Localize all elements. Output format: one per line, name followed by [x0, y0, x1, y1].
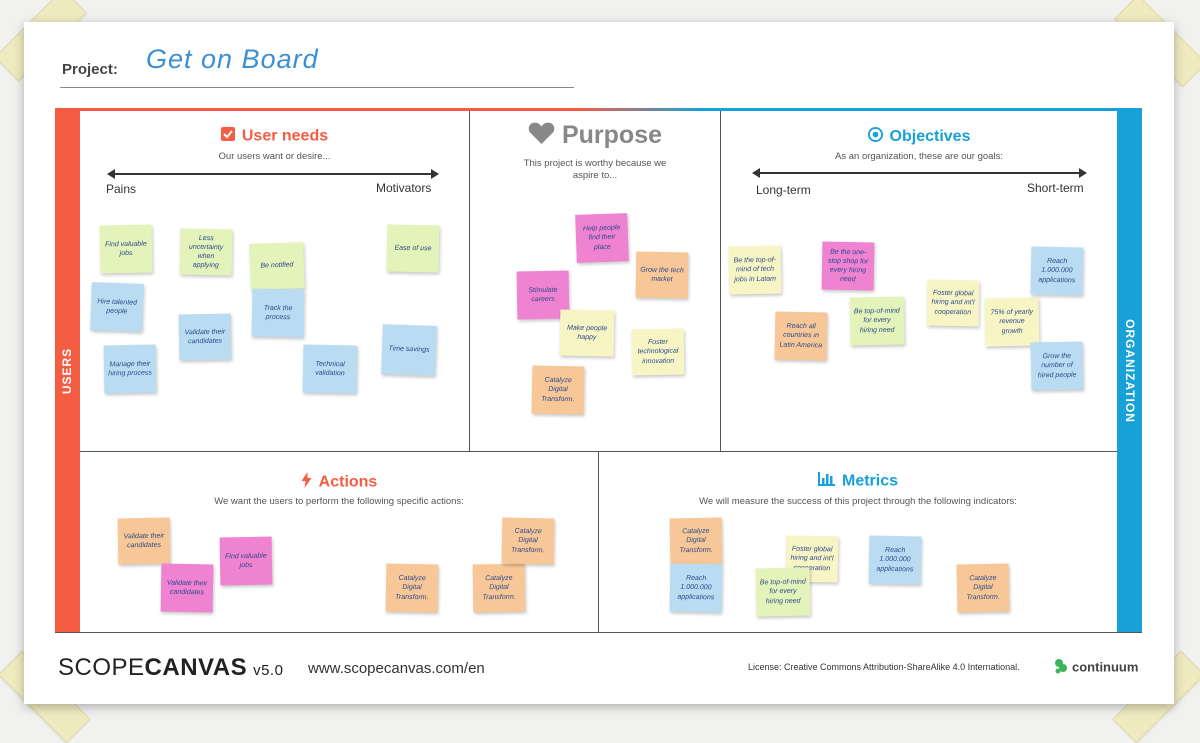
organization-side-bar: ORGANIZATION — [1117, 108, 1142, 633]
top-border — [80, 108, 1117, 111]
purpose-subtitle: This project is worthy because we aspire… — [523, 158, 667, 182]
section-metrics: Metrics We will measure the success of t… — [599, 452, 1117, 633]
pains-motivators-arrow — [107, 169, 439, 179]
objectives-title-text: Objectives — [889, 128, 971, 146]
bar-chart-icon — [817, 472, 835, 491]
sticky-note[interactable]: Be top-of-mind for every hiring need — [755, 567, 811, 617]
users-side-bar: USERS — [55, 108, 80, 633]
sticky-note[interactable]: Be top-of-mind for every hiring need — [849, 296, 905, 346]
sticky-note[interactable]: Find valuable jobs — [99, 224, 153, 274]
sticky-note[interactable]: Validate their candidates — [117, 517, 171, 565]
sticky-note[interactable]: 75% of yearly revenue growth — [984, 297, 1040, 347]
actions-title-text: Actions — [318, 473, 378, 491]
axis-short-term: Short-term — [1027, 181, 1084, 195]
sticky-note[interactable]: Validate their candidates — [160, 563, 214, 613]
sticky-note[interactable]: Be notified — [249, 242, 305, 290]
sticky-note[interactable]: Less uncertainty when applying — [179, 228, 233, 276]
sticky-note[interactable]: Catalyze Digital Transform. — [385, 563, 439, 613]
sticky-note[interactable]: Track the process — [251, 288, 305, 338]
sticky-note[interactable]: Grow the number of hired people — [1030, 341, 1084, 391]
project-name[interactable]: Get on Board — [146, 44, 319, 74]
sticky-note[interactable]: Foster global hiring and int'l cooperati… — [926, 279, 980, 327]
continuum-brand-text: continuum — [1072, 659, 1139, 675]
sticky-note[interactable]: Reach 1.000.000 applications — [868, 535, 922, 585]
actions-subtitle: We want the users to perform the followi… — [214, 496, 464, 507]
objectives-subtitle: As an organization, these are our goals: — [835, 151, 1003, 162]
project-label: Project: — [62, 61, 118, 78]
sticky-note[interactable]: Manage their hiring process — [103, 344, 157, 394]
logo-bold: CANVAS — [144, 654, 248, 681]
actions-title: Actions — [80, 472, 598, 493]
axis-long-term: Long-term — [756, 183, 811, 197]
sticky-note[interactable]: Foster technological innovation — [631, 328, 685, 376]
organization-side-label: ORGANIZATION — [1122, 318, 1137, 423]
project-underline — [60, 87, 574, 88]
target-icon — [867, 127, 883, 147]
sticky-note[interactable]: Be the top-of-mind of tech jobs in Latam — [728, 245, 782, 295]
user-needs-title-text: User needs — [241, 127, 329, 145]
sticky-note[interactable]: Be the one-stop shop for every hiring ne… — [821, 241, 875, 291]
objectives-title: Objectives — [721, 127, 1117, 147]
purpose-title: Purpose — [470, 121, 720, 151]
version-label: v5.0 — [253, 662, 284, 679]
website-link[interactable]: www.scopecanvas.com/en — [308, 660, 485, 677]
sticky-note[interactable]: Make people happy — [559, 309, 615, 357]
lightning-icon — [301, 472, 312, 493]
sticky-note[interactable]: Catalyze Digital Transform. — [531, 365, 585, 415]
license-text: License: Creative Commons Attribution-Sh… — [748, 662, 1020, 672]
continuum-logo-icon — [1054, 659, 1068, 677]
metrics-subtitle: We will measure the success of this proj… — [699, 496, 1017, 507]
longterm-shortterm-arrow — [752, 168, 1087, 178]
sticky-note[interactable]: Catalyze Digital Transform. — [669, 517, 723, 565]
sticky-note[interactable]: Grow the tech market — [635, 251, 689, 299]
sticky-note[interactable]: Help people find their place — [575, 213, 629, 263]
sticky-note[interactable]: Catalyze Digital Transform. — [472, 563, 526, 613]
sticky-note[interactable]: Technical validation — [302, 344, 358, 394]
users-side-label: USERS — [60, 347, 75, 394]
sticky-note[interactable]: Catalyze Digital Transform. — [956, 563, 1010, 613]
sticky-note[interactable]: Validate their candidates — [178, 313, 232, 361]
metrics-title-text: Metrics — [841, 472, 899, 490]
sticky-note[interactable]: Ease of use — [386, 224, 440, 273]
sticky-note[interactable]: Find valuable jobs — [219, 536, 273, 586]
section-user-needs: User needs Our users want or desire... P… — [80, 111, 470, 452]
sticky-note[interactable]: Reach 1.000.000 applications — [669, 563, 723, 613]
metrics-title: Metrics — [599, 472, 1117, 491]
axis-motivators: Motivators — [376, 181, 432, 195]
scopecanvas-logo: SCOPECANVAS v5.0 — [58, 654, 283, 682]
sticky-note[interactable]: Reach 1.000.000 applications — [1030, 246, 1084, 296]
heart-icon — [528, 121, 555, 151]
sticky-note[interactable]: Catalyze Digital Transform. — [501, 517, 555, 565]
section-objectives: Objectives As an organization, these are… — [721, 111, 1117, 452]
axis-pains: Pains — [106, 182, 137, 196]
logo-light: SCOPE — [58, 654, 145, 681]
sticky-note[interactable]: Time savings — [381, 324, 437, 376]
continuum-brand: continuum — [1054, 659, 1138, 677]
purpose-title-text: Purpose — [561, 121, 663, 149]
checkbox-icon — [220, 127, 235, 146]
sticky-note[interactable]: Reach all countries in Latin America — [774, 311, 828, 361]
user-needs-title: User needs — [80, 127, 469, 146]
user-needs-subtitle: Our users want or desire... — [218, 151, 331, 162]
section-purpose: Purpose This project is worthy because w… — [470, 111, 721, 452]
section-actions: Actions We want the users to perform the… — [80, 452, 599, 633]
sticky-note[interactable]: Hire talented people — [90, 282, 144, 332]
